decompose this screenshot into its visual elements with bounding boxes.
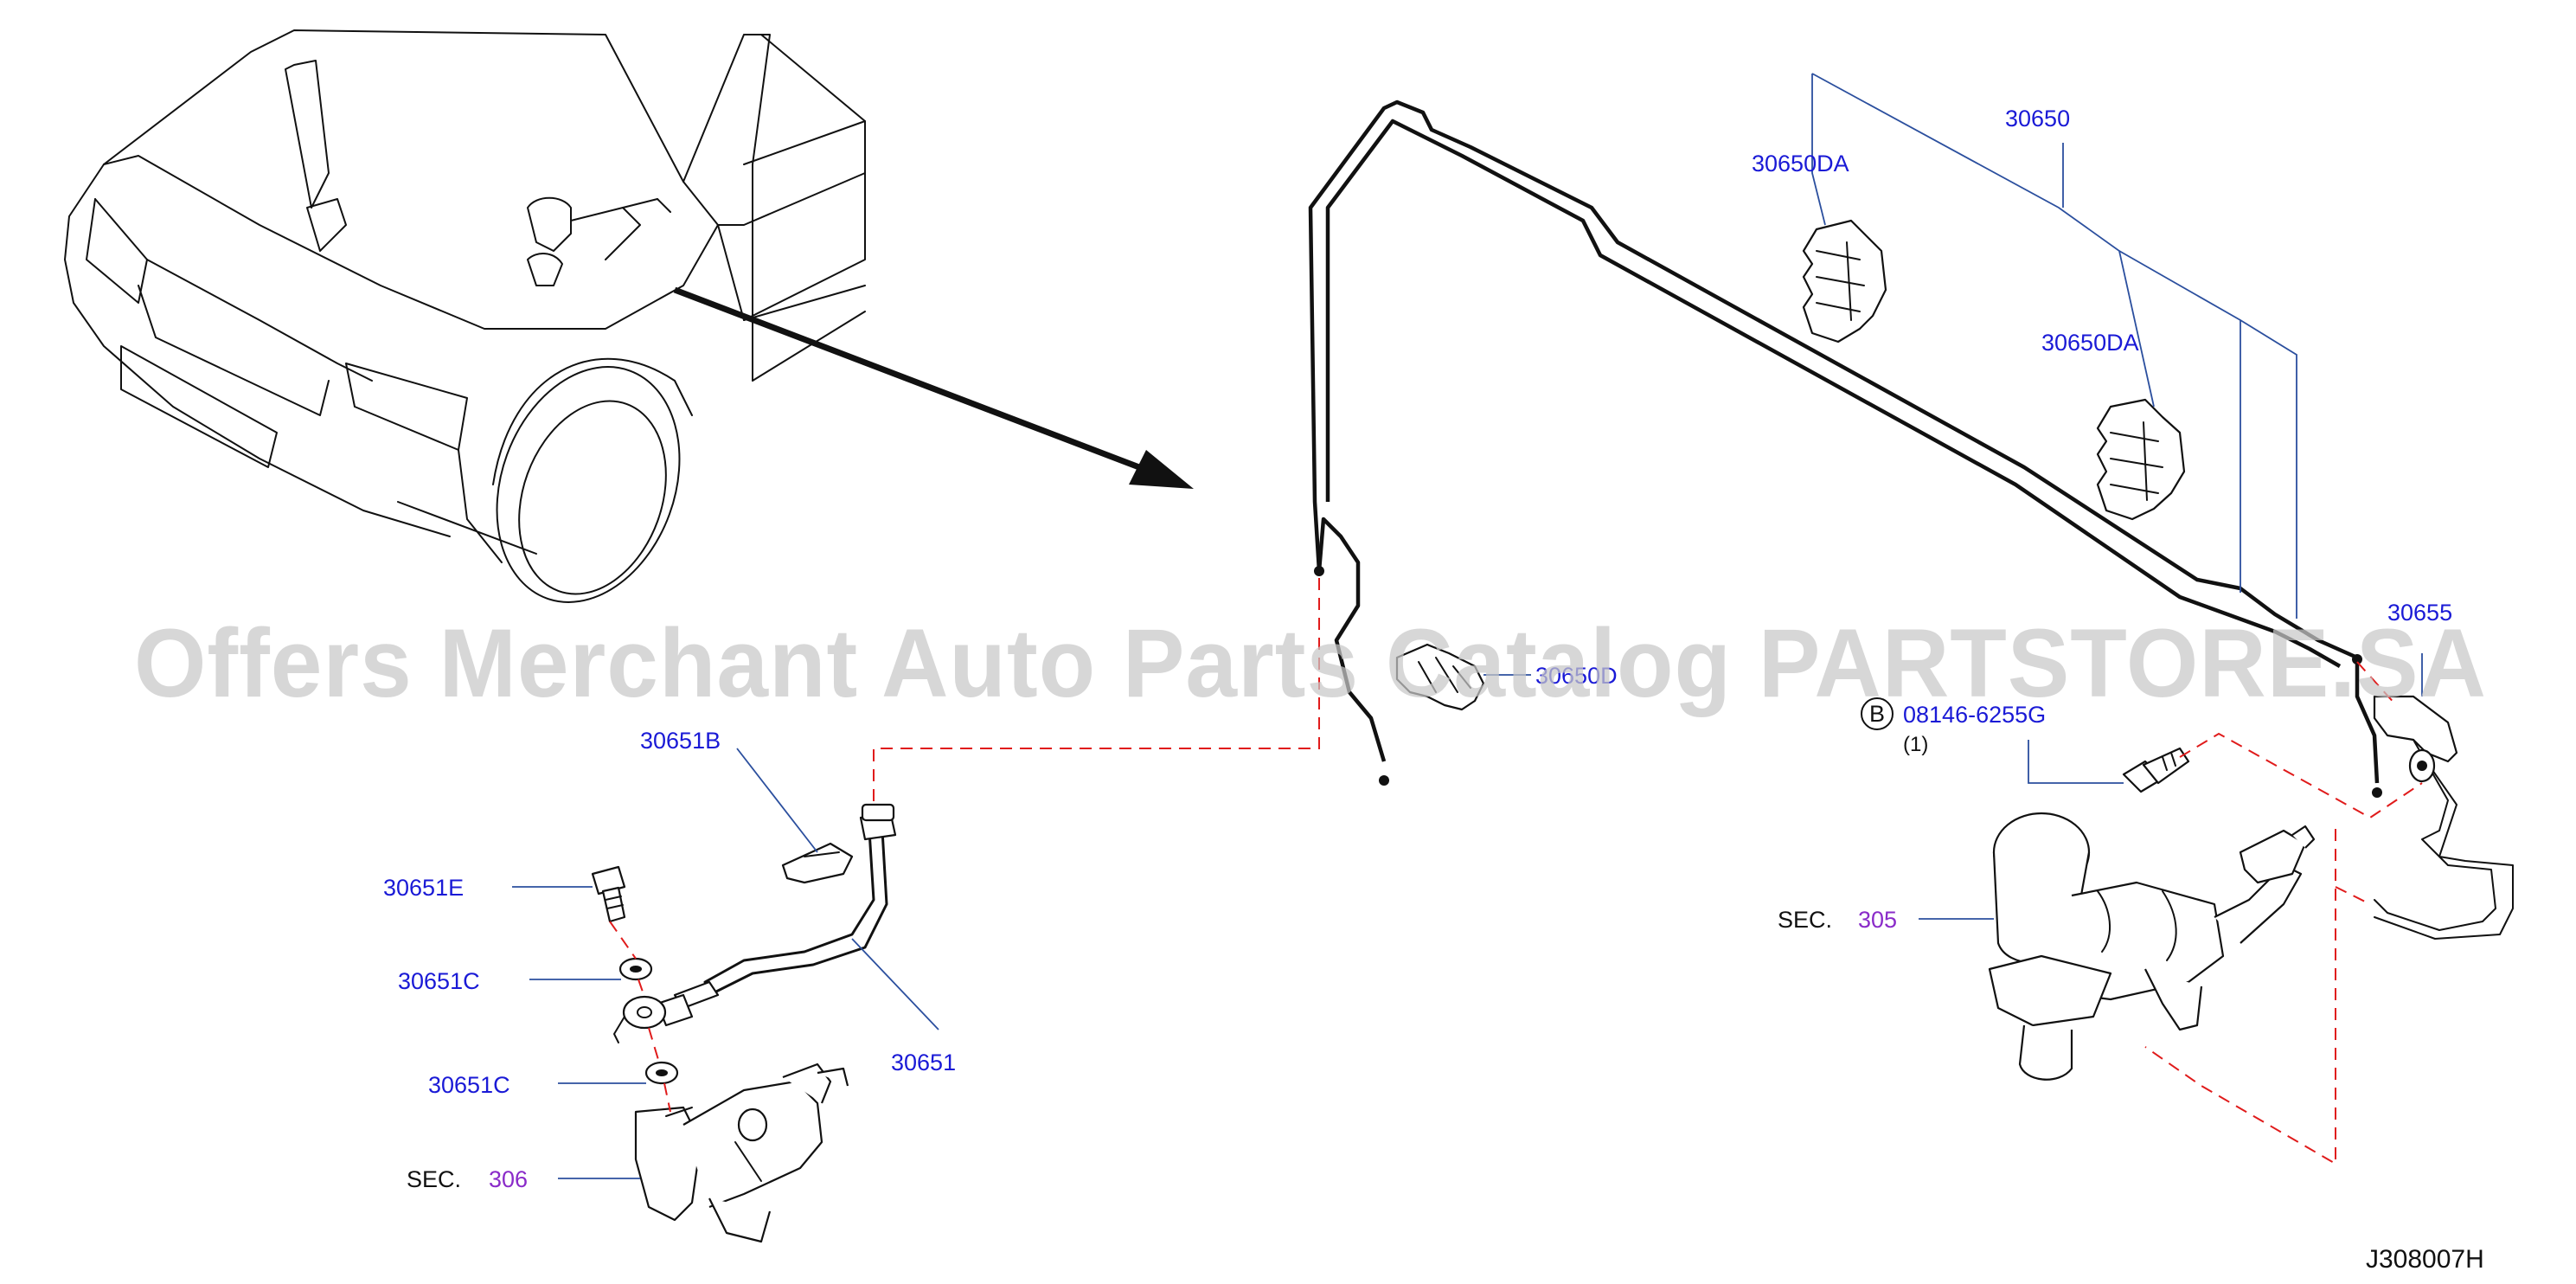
- label-30650DA-lower[interactable]: 30650DA: [2041, 330, 2139, 356]
- vehicle-illustration: [64, 29, 866, 603]
- label-30651C-lower[interactable]: 30651C: [428, 1072, 510, 1098]
- label-30655[interactable]: 30655: [2387, 600, 2452, 626]
- label-30651B[interactable]: 30651B: [640, 728, 721, 754]
- bolt-badge: B: [1869, 701, 1885, 727]
- tube-clip-30650DA-upper: [1802, 219, 1887, 343]
- label-sec-305[interactable]: 305: [1858, 907, 1897, 933]
- label-30650D[interactable]: 30650D: [1535, 663, 1618, 689]
- bolt-quantity: (1): [1903, 733, 1928, 756]
- banjo-fitting: [613, 995, 667, 1043]
- tube-clip-30650DA-lower: [2096, 398, 2186, 521]
- watermark: Offers Merchant Auto Parts Catalog PARTS…: [134, 609, 2487, 717]
- label-30650[interactable]: 30650: [2005, 106, 2070, 132]
- direction-arrow: [673, 286, 1194, 489]
- part-labels: 30650 30650DA 30650DA 30655 30650D B 081…: [383, 106, 2484, 1274]
- label-30651C-upper[interactable]: 30651C: [398, 968, 480, 994]
- label-30650DA-upper[interactable]: 30650DA: [1752, 151, 1849, 177]
- clutch-hose-30651: [656, 803, 897, 1027]
- leader-lines: [512, 73, 2423, 1179]
- lock-plate-30651B: [781, 842, 854, 884]
- label-sec-prefix-305: SEC.: [1778, 907, 1832, 933]
- label-sec-306[interactable]: 306: [489, 1166, 528, 1192]
- label-sec-prefix-306: SEC.: [407, 1166, 461, 1192]
- bolt-badge-circle: [1861, 697, 1894, 730]
- washer-30651C-lower: [644, 1061, 679, 1085]
- clutch-tube-30650: [1308, 100, 2382, 798]
- clutch-master-cylinder: [1988, 812, 2316, 1081]
- bracket-30655: [2373, 695, 2514, 940]
- label-30651E[interactable]: 30651E: [383, 875, 464, 901]
- bolt-30651E: [591, 865, 626, 923]
- label-30651[interactable]: 30651: [891, 1050, 956, 1075]
- clutch-operating-cylinder: [634, 1063, 849, 1243]
- washer-30651C-upper: [618, 957, 653, 981]
- label-bolt-08146-6255G[interactable]: 08146-6255G: [1903, 702, 2046, 728]
- bolt-08146-6255G: [2122, 747, 2190, 793]
- assembly-links: [609, 578, 2423, 1165]
- diagram-code: J308007H: [2366, 1245, 2484, 1274]
- tube-clip-30650D: [1395, 643, 1485, 711]
